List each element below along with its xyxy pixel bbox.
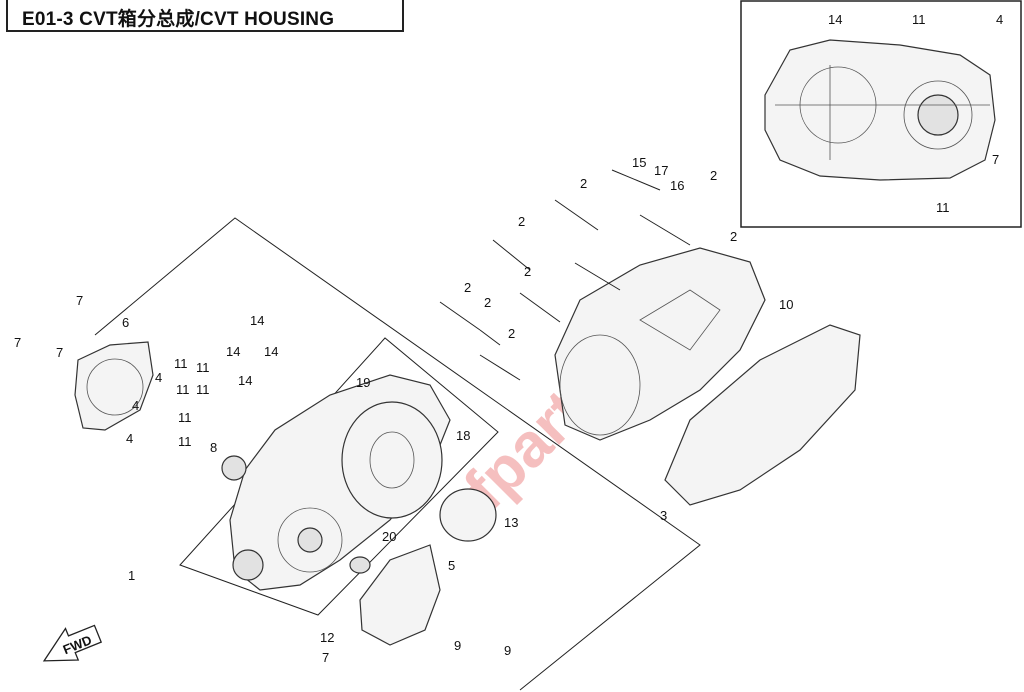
- callout-c7b: 7: [14, 335, 21, 350]
- seal-8: [221, 455, 247, 481]
- bolt-set-2: [439, 169, 691, 381]
- callout-c2g: 2: [710, 168, 717, 183]
- callout-c11c: 11: [176, 382, 190, 397]
- callout-c17: 17: [654, 163, 668, 178]
- cover-10: [554, 247, 766, 441]
- callout-c11f: 11: [178, 434, 192, 449]
- callout-c14a: 14: [250, 313, 264, 328]
- inset-housing-view: [764, 39, 996, 181]
- callout-c8: 8: [210, 440, 217, 455]
- callout-c20: 20: [382, 529, 396, 544]
- callout-c9a: 9: [454, 638, 461, 653]
- callout-c9b: 9: [504, 643, 511, 658]
- callout-c13: 13: [504, 515, 518, 530]
- callout-c4a: 4: [155, 370, 162, 385]
- callout-i11a: 11: [912, 12, 926, 27]
- main-assembly-outline: [94, 217, 701, 691]
- callout-c5: 5: [448, 558, 455, 573]
- callout-c7a: 7: [76, 293, 83, 308]
- callout-c14c: 14: [264, 344, 278, 359]
- callout-c10: 10: [779, 297, 793, 312]
- callout-c11b: 11: [196, 360, 210, 375]
- callout-c11d: 11: [196, 382, 210, 397]
- callout-c11a: 11: [174, 356, 188, 371]
- callout-c2f: 2: [508, 326, 515, 341]
- callout-i7: 7: [992, 152, 999, 167]
- callout-c2e: 2: [524, 264, 531, 279]
- diagram-title: E01-3 CVT箱分总成/CVT HOUSING: [22, 9, 335, 30]
- callout-c3: 3: [660, 508, 667, 523]
- callout-c4b: 4: [132, 398, 139, 413]
- callout-c1: 1: [128, 568, 135, 583]
- callout-i11b: 11: [936, 200, 950, 215]
- callout-c19: 19: [356, 375, 370, 390]
- callout-c2h: 2: [730, 229, 737, 244]
- callout-c6: 6: [122, 315, 129, 330]
- gasket-5: [359, 544, 441, 646]
- callout-c2d: 2: [484, 295, 491, 310]
- title-box: E01-3 CVT箱分总成/CVT HOUSING: [6, 0, 404, 32]
- callout-c15: 15: [632, 155, 646, 170]
- bearing-20: [349, 556, 371, 574]
- fwd-arrow: FWD: [42, 624, 103, 662]
- callout-c7d: 7: [322, 650, 329, 665]
- callout-c11e: 11: [178, 410, 192, 425]
- callout-c2b: 2: [518, 214, 525, 229]
- housing-1: [229, 374, 451, 591]
- gasket-13: [439, 488, 497, 542]
- callout-c2c: 2: [580, 176, 587, 191]
- callout-i4: 4: [996, 12, 1003, 27]
- callout-c12: 12: [320, 630, 334, 645]
- callout-c2a: 2: [464, 280, 471, 295]
- callout-c14b: 14: [226, 344, 240, 359]
- callout-i14: 14: [828, 12, 842, 27]
- callout-c18: 18: [456, 428, 470, 443]
- callout-c7c: 7: [56, 345, 63, 360]
- callout-c14d: 14: [238, 373, 252, 388]
- callout-c16: 16: [670, 178, 684, 193]
- gasket-3: [664, 324, 861, 506]
- callout-c4c: 4: [126, 431, 133, 446]
